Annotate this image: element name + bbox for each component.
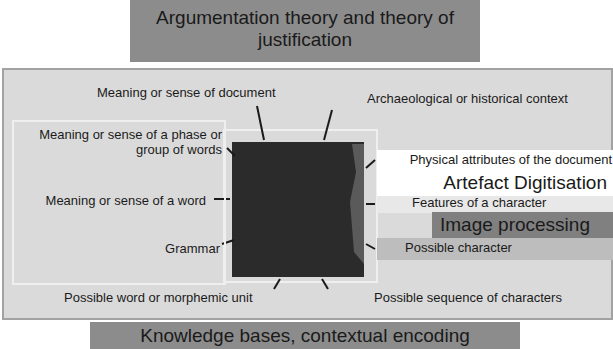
node-label: Knowledge bases, contextual encoding: [98, 325, 512, 347]
knowledge-region: Meaning or sense of document Archaeologic…: [2, 68, 613, 320]
node-label: Image processing: [440, 214, 590, 236]
leader-line: [366, 160, 375, 168]
digitisation-band: Physical attributes of the documentArtef…: [377, 150, 613, 196]
node-label: Archaeological or historical context: [367, 92, 568, 107]
leader-line: [257, 106, 264, 140]
image-edge: [350, 144, 364, 264]
node-label: Grammar: [165, 242, 220, 257]
node-label: Meaning or sense of a word: [46, 194, 206, 209]
leader-line: [324, 110, 332, 140]
leader-line: [366, 203, 375, 205]
image-frame: [224, 130, 377, 282]
node-label: Features of a character: [412, 196, 546, 211]
node-label: Argumentation theory and theory of justi…: [142, 7, 468, 51]
node-label: Meaning or sense of a phase or group of …: [26, 128, 222, 158]
image-processing-band: Image processing: [432, 212, 613, 238]
leader-line: [322, 279, 328, 289]
language-region: Meaning or sense of a phase or group of …: [12, 120, 226, 285]
leader-line: [274, 279, 280, 289]
document-image: [232, 142, 364, 277]
title-band: Argumentation theory and theory of justi…: [130, 0, 480, 62]
character-band: Possible character: [377, 238, 613, 260]
leader-line: [366, 244, 375, 249]
leader-line: [214, 198, 230, 200]
knowledge-band: Knowledge bases, contextual encoding: [90, 322, 520, 349]
node-label: Meaning or sense of document: [97, 86, 276, 101]
node-label: Possible character: [405, 241, 512, 256]
features-band: Features of a character: [377, 196, 613, 213]
leader-line: [227, 148, 235, 156]
node-label: Artefact Digitisation: [443, 172, 607, 194]
node-label: Physical attributes of the document: [410, 153, 612, 168]
leader-line: [222, 240, 234, 244]
node-label: Possible word or morphemic unit: [64, 291, 253, 306]
node-label: Possible sequence of characters: [374, 291, 562, 306]
